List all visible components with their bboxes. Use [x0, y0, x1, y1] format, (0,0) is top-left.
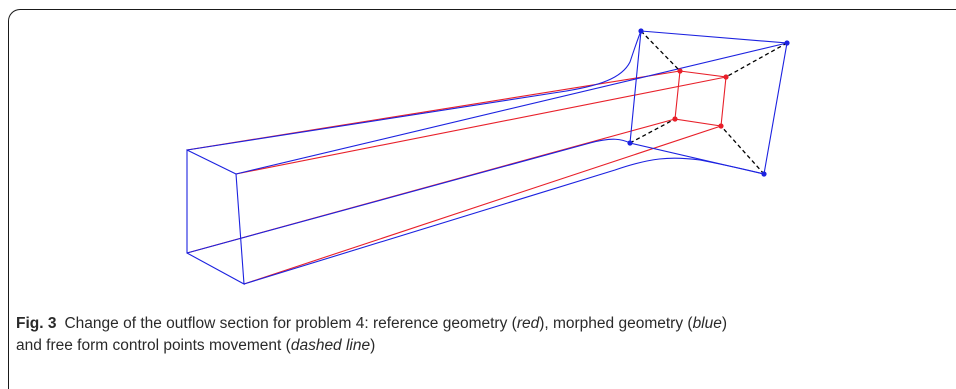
control-point-displacement	[725, 42, 788, 78]
morphed-edge	[235, 42, 788, 175]
morphed-control-point	[627, 140, 633, 146]
reference-geometry	[186, 70, 727, 285]
caption-emphasis: blue	[692, 315, 722, 332]
reference-control-point	[677, 68, 683, 74]
morphed-geometry	[186, 30, 788, 285]
morphed-outlet-section	[629, 30, 788, 175]
figure-label: Fig. 3	[16, 315, 57, 332]
control-point-displacement	[720, 125, 765, 175]
caption-emphasis: red	[516, 315, 540, 332]
figure-frame	[8, 9, 956, 389]
control-point-displacement	[629, 118, 676, 144]
morphed-control-point	[761, 171, 767, 177]
morphed-control-point	[638, 28, 644, 34]
morphed-edge	[186, 30, 642, 151]
reference-outlet-section	[674, 70, 727, 127]
geometry-plot	[186, 28, 790, 285]
morphed-edge	[243, 157, 765, 285]
caption-text: )	[721, 315, 728, 332]
reference-control-point	[718, 123, 724, 129]
figure-caption: Fig. 3 Change of the outflow section for …	[16, 313, 946, 357]
control-points-movement	[629, 30, 788, 175]
control-point-displacement	[640, 30, 681, 72]
reference-control-point	[672, 116, 678, 122]
morphed-control-point	[784, 40, 790, 46]
reference-edge	[243, 125, 722, 285]
reference-edge	[235, 76, 727, 175]
caption-text: Change of the outflow section for proble…	[64, 315, 517, 332]
caption-text: ), morphed geometry (	[539, 315, 693, 332]
caption-text: )	[370, 337, 376, 354]
reference-control-points	[672, 68, 729, 129]
morphed-edge	[186, 138, 631, 254]
reference-control-point	[723, 74, 729, 80]
caption-emphasis: dashed line	[290, 337, 371, 354]
morphed-control-points	[627, 28, 790, 177]
morphed-inlet-section	[186, 149, 245, 285]
caption-text: and free form control points movement (	[16, 337, 291, 354]
